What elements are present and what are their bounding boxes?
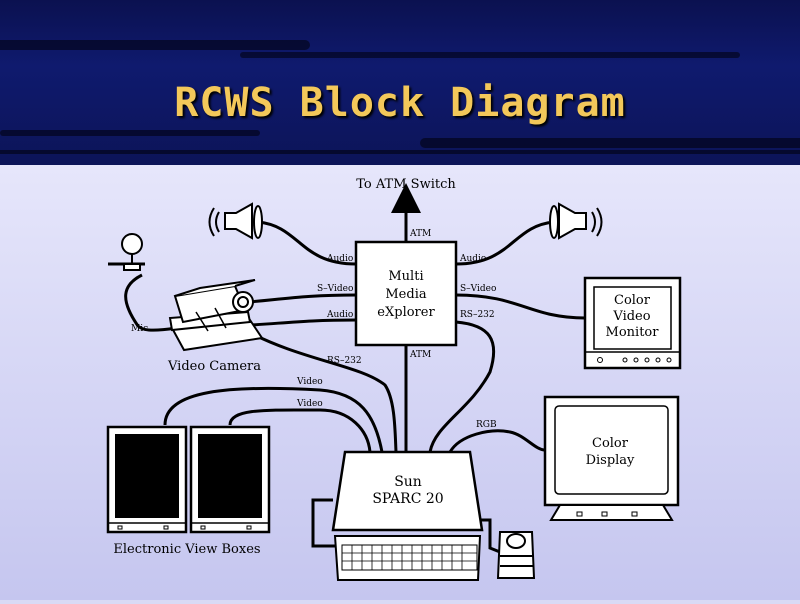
link-labels: ATM ATM Audio Audio S–Video S–Video Audi…: [296, 229, 497, 430]
audio-left-label: Audio: [326, 254, 353, 264]
mic-cable: [124, 273, 177, 332]
rs232-right-link: [428, 320, 496, 453]
monitor-line2: Video: [612, 309, 650, 324]
audio-right-link: [455, 220, 555, 266]
monitor-line3: Monitor: [606, 325, 660, 340]
video1-label: Video: [296, 377, 323, 387]
video-camera-icon: [168, 279, 264, 352]
monitor-line1: Color: [614, 293, 651, 308]
mme-line3: eXplorer: [377, 305, 435, 320]
connection-lines: [124, 183, 586, 554]
right-speaker-icon: [549, 202, 603, 240]
svideo-right-label: S–Video: [460, 284, 496, 294]
video1-link: [163, 386, 384, 453]
microphone-icon: [108, 233, 145, 271]
sun-sparc20: Sun SPARC 20: [331, 450, 484, 532]
diagram-area: To ATM Switch Multi Media eXplorer ATM A…: [0, 165, 800, 600]
mme-line2: Media: [385, 287, 426, 302]
mouse-icon: [496, 531, 536, 579]
rs232-left-link: [244, 328, 398, 453]
color-display: Color Display: [543, 395, 680, 521]
audio-left-link: [257, 220, 357, 266]
rgb-link: [448, 429, 546, 453]
atm-top-label: ATM: [409, 229, 431, 239]
electronic-view-box-left: [106, 425, 188, 534]
rs232-right-label: RS–232: [460, 310, 495, 320]
audio-cam-label: Audio: [326, 310, 353, 320]
display-line1: Color: [592, 436, 629, 451]
svideo-monitor-link: [455, 293, 586, 320]
video2-label: Video: [296, 399, 323, 409]
video-camera-label: Video Camera: [167, 359, 261, 374]
multimedia-explorer-box: Multi Media eXplorer: [354, 240, 458, 347]
rs232-left-label: RS–232: [327, 356, 362, 366]
decor-streak: [0, 150, 800, 154]
decor-streak: [0, 40, 310, 50]
decor-streak: [420, 138, 800, 148]
rgb-label: RGB: [476, 420, 497, 430]
audio-right-label: Audio: [459, 254, 486, 264]
sun-line1: Sun: [394, 474, 422, 490]
mme-line1: Multi: [388, 269, 423, 284]
view-boxes-label: Electronic View Boxes: [113, 542, 260, 557]
svideo-left-label: S–Video: [317, 284, 353, 294]
mic-label: Mic: [131, 324, 148, 334]
electronic-view-box-right: [189, 425, 271, 534]
decor-streak: [0, 130, 260, 136]
left-speaker-icon: [208, 202, 263, 240]
display-line2: Display: [586, 453, 635, 468]
color-video-monitor: Color Video Monitor: [583, 276, 682, 370]
atm-bottom-label: ATM: [409, 350, 431, 360]
video2-link: [228, 408, 372, 453]
keyboard-cable: [311, 498, 343, 548]
to-atm-switch-label: To ATM Switch: [356, 177, 456, 192]
slide-title: RCWS Block Diagram: [174, 80, 626, 126]
keyboard-icon: [333, 535, 482, 581]
block-diagram: To ATM Switch Multi Media eXplorer ATM A…: [106, 177, 682, 581]
sun-line2: SPARC 20: [372, 491, 443, 507]
decor-streak: [240, 52, 740, 58]
slide-header: RCWS Block Diagram: [0, 0, 800, 165]
